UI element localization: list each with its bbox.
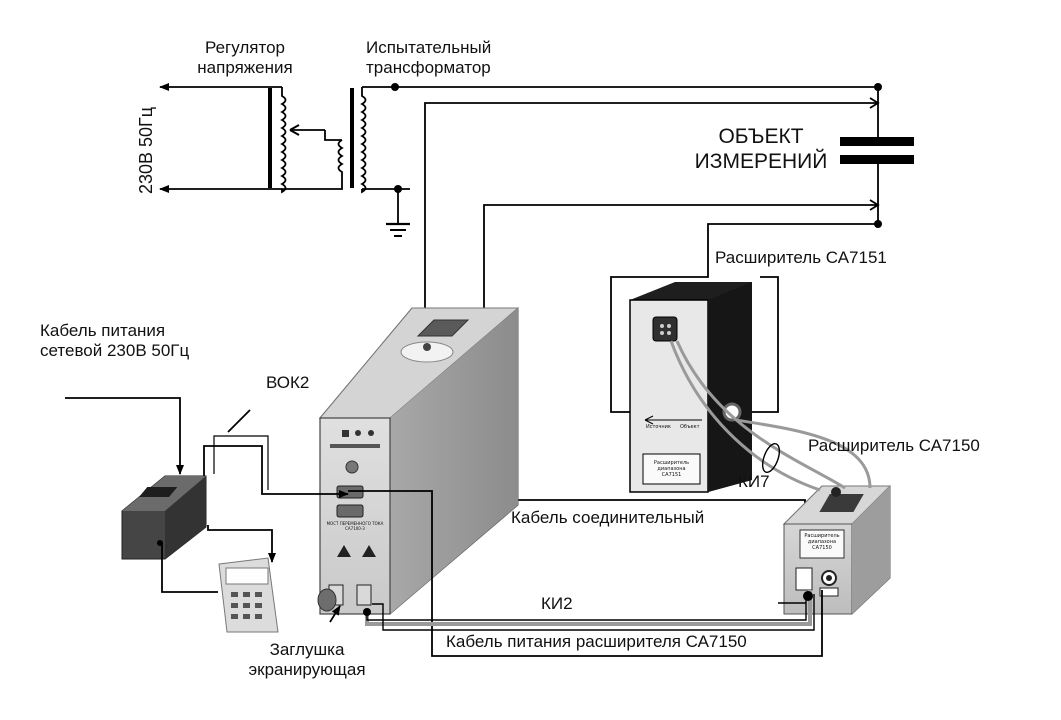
extender-7151-plate-text: Расширитель диапазона СА7151 (653, 460, 690, 478)
extender-7151-device (629, 282, 752, 493)
voltage-regulator-label: Регулятор напряжения (197, 38, 293, 77)
hand-controller (218, 557, 279, 633)
extender-power-cable-label: Кабель питания расширителя СА7150 (446, 632, 747, 651)
object-capacitor (840, 87, 914, 224)
regulator-schematic (159, 83, 342, 194)
control-wiring (65, 397, 349, 593)
extender-7150-label: Расширитель СА7150 (808, 436, 980, 455)
extender-7151-label: Расширитель СА7151 (715, 248, 887, 267)
power-adapter (121, 475, 207, 560)
fiber-cable-label: ВОК2 (266, 373, 310, 392)
test-transformer-label: Испытательный трансформатор (366, 38, 492, 77)
ki2-cable-label: КИ2 (541, 594, 573, 613)
connecting-cable-label: Кабель соединительный (511, 508, 705, 527)
extender-7151-object-text: Объект (680, 424, 700, 430)
mains-voltage-label: 230В 50Гц (136, 106, 156, 194)
extender-7150-plate-text: Расширитель диапазона СА7150 (804, 533, 840, 551)
shield-plug-label: Заглушка экранирующая (248, 640, 366, 679)
ki7-cable-label: КИ7 (738, 472, 770, 491)
bridge-name-text: МОСТ ПЕРЕМЕННОГО ТОКА СА7100-3 (326, 521, 384, 531)
instrument-cables (329, 340, 872, 657)
extender-7151-source-text: Источник (646, 424, 671, 430)
extender-7150-device (782, 485, 892, 615)
junction-dots (391, 83, 882, 320)
measurement-object-label: ОБЪЕКТ ИЗМЕРЕНИЙ (694, 125, 828, 173)
power-cable-label: Кабель питания сетевой 230В 50Гц (40, 321, 190, 360)
bridge-ca7100 (317, 307, 520, 615)
